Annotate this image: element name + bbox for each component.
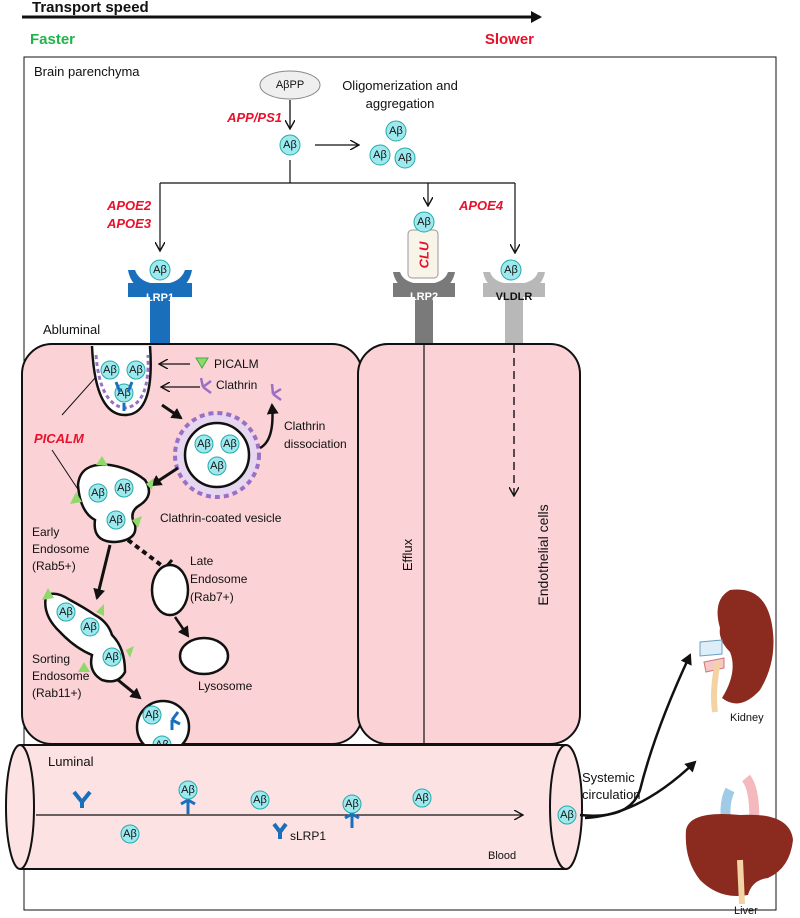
oligomerization-line2: aggregation (366, 96, 435, 111)
svg-text:Aβ: Aβ (345, 798, 359, 810)
lrp2-label: LRP2 (410, 291, 438, 303)
svg-text:Aβ: Aβ (83, 621, 97, 633)
svg-text:Aβ: Aβ (153, 264, 167, 276)
clathrin-triskelion-icon (199, 377, 212, 394)
svg-text:Aβ: Aβ (145, 709, 159, 721)
svg-text:Aβ: Aβ (415, 792, 429, 804)
clathrin-label: Clathrin (216, 378, 257, 392)
early-to-sorting-arrow (93, 544, 112, 600)
sorting-endosome: Aβ Aβ Aβ (42, 588, 134, 683)
vldlr-label: VLDLR (496, 291, 533, 303)
abpp-ellipse (259, 70, 321, 100)
clathrin-coated-vesicle: Aβ Aβ Aβ (173, 411, 261, 499)
early-endosome-line3: (Rab5+) (32, 559, 76, 573)
clu-label: CLU (417, 241, 432, 268)
sorting-endosome-line2: Endosome (32, 669, 90, 683)
svg-text:Aβ: Aβ (117, 482, 131, 494)
picalm-gene-line-1 (61, 377, 96, 416)
svg-text:Aβ: Aβ (197, 438, 211, 450)
svg-text:Aβ: Aβ (560, 809, 574, 821)
vldlr-receptor: VLDLR Aβ (483, 259, 545, 344)
lrp2-receptor: CLU Aβ LRP2 (393, 211, 455, 344)
efflux-label: Efflux (400, 538, 415, 571)
faster-label: Faster (30, 31, 75, 48)
svg-text:Aβ: Aβ (129, 364, 143, 376)
svg-text:Aβ: Aβ (103, 364, 117, 376)
svg-text:Aβ: Aβ (223, 438, 237, 450)
clathrin-coated-vesicle-label: Clathrin-coated vesicle (160, 511, 282, 525)
liver-label: Liver (734, 905, 758, 917)
slrp1-label: sLRP1 (290, 829, 326, 843)
svg-text:Aβ: Aβ (253, 794, 267, 806)
picalm-gene-label: PICALM (34, 431, 85, 446)
sorting-to-exocytic-arrow (117, 678, 142, 700)
clathrin-dissociation-line1: Clathrin (284, 419, 325, 433)
sorting-endosome-line3: (Rab11+) (32, 686, 81, 700)
svg-text:Aβ: Aβ (59, 606, 73, 618)
clathrin-dissociation-line2: dissociation (284, 437, 347, 451)
lysosome-label: Lysosome (198, 679, 253, 693)
vesicle-to-early-arrow (150, 466, 179, 487)
lrp1-receptor: LRP1 Aβ (128, 259, 192, 344)
abluminal-label: Abluminal (43, 322, 100, 337)
systemic-line2: circulation (582, 787, 641, 802)
early-endosome: Aβ Aβ Aβ (70, 456, 154, 544)
luminal-label: Luminal (48, 754, 94, 769)
lrp1-label: LRP1 (146, 292, 174, 304)
blood-contents: Aβ Aβ Aβ Aβ Aβ Aβ (72, 780, 577, 844)
oligomerization-line1: Oligomerization and (342, 78, 458, 93)
late-endosome-line1: Late (190, 554, 214, 568)
brain-parenchyma-label: Brain parenchyma (34, 64, 140, 79)
systemic-line1: Systemic (582, 770, 635, 785)
svg-text:Aβ: Aβ (373, 149, 387, 161)
kidney-icon (699, 589, 774, 713)
abpp-label: AβPP (276, 79, 304, 91)
late-endosome-line3: (Rab7+) (190, 590, 234, 604)
svg-text:Aβ: Aβ (91, 487, 105, 499)
picalm-label: PICALM (214, 357, 259, 371)
apoe4-label: APOE4 (458, 198, 504, 213)
slower-label: Slower (485, 31, 534, 48)
exocytic-vesicle: Aβ Aβ (135, 699, 191, 755)
svg-text:Aβ: Aβ (417, 216, 431, 228)
svg-text:Aβ: Aβ (398, 152, 412, 164)
abeta-oligomer: Aβ Aβ Aβ (369, 120, 416, 169)
endothelial-cells-label: Endothelial cells (535, 504, 551, 605)
kidney-label: Kidney (730, 712, 764, 724)
svg-text:Aβ: Aβ (123, 828, 137, 840)
liver-icon (685, 774, 793, 905)
app-ps1-label: APP/PS1 (226, 110, 282, 125)
svg-text:Aβ: Aβ (283, 139, 297, 151)
blood-label: Blood (488, 850, 516, 862)
svg-text:Aβ: Aβ (210, 460, 224, 472)
early-endosome-line1: Early (32, 525, 59, 539)
receptor-routes (160, 160, 515, 252)
picalm-triangle-icon (195, 357, 209, 369)
transport-speed-label: Transport speed (32, 0, 149, 16)
sorting-endosome-line1: Sorting (32, 652, 70, 666)
early-endosome-line2: Endosome (32, 542, 90, 556)
late-to-lysosome-arrow (173, 616, 190, 638)
svg-text:Aβ: Aβ (181, 784, 195, 796)
apoe3-label: APOE3 (106, 216, 152, 231)
dissociation-arrow (259, 403, 279, 450)
svg-text:Aβ: Aβ (109, 514, 123, 526)
blood-vessel (5, 744, 583, 870)
late-endosome (150, 563, 190, 617)
free-clathrin-icon (270, 383, 282, 401)
late-endosome-inhibited-path (126, 538, 167, 570)
liver-arrow (584, 760, 697, 820)
pit-to-vesicle-arrow (161, 403, 183, 420)
apoe2-label: APOE2 (106, 198, 152, 213)
svg-text:Aβ: Aβ (105, 651, 119, 663)
lysosome (178, 636, 230, 676)
endocytic-pit: Aβ Aβ Aβ (90, 345, 152, 417)
late-endosome-line2: Endosome (190, 572, 248, 586)
svg-text:Aβ: Aβ (389, 125, 403, 137)
abeta-monomer: Aβ (279, 134, 301, 156)
svg-text:Aβ: Aβ (504, 264, 518, 276)
